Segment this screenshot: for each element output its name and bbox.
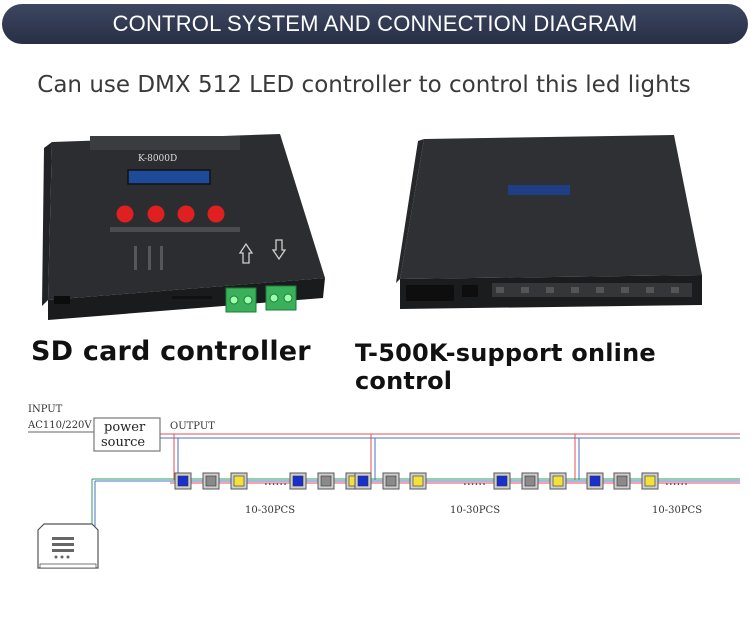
sd-card-slot	[172, 296, 212, 299]
led-pixel-color	[177, 475, 189, 487]
led-pixel-color	[524, 475, 536, 487]
continuation-dots: ......	[665, 474, 688, 488]
controller-icon	[37, 523, 99, 569]
led-pixel-color	[644, 475, 656, 487]
led-pixel-color	[205, 475, 217, 487]
led-pixel-color	[496, 475, 508, 487]
arrow-up-icon	[238, 242, 254, 264]
output-label: OUTPUT	[170, 421, 215, 432]
sd-controller-caption: SD card controller	[31, 336, 311, 367]
led-pixel-color	[385, 475, 397, 487]
voltage-label: AC110/220V	[27, 420, 92, 431]
continuation-dots: ......	[463, 474, 486, 488]
power-port	[54, 296, 70, 304]
input-label: INPUT	[28, 404, 63, 415]
led-pixel-color	[233, 475, 245, 487]
t500k-controller-image	[396, 135, 702, 309]
led-pixel-color	[616, 475, 628, 487]
led-pixel-color	[292, 475, 304, 487]
led-pixel-color	[320, 475, 332, 487]
connection-diagram: INPUT AC110/220V power source OUTPUT ...…	[27, 404, 740, 569]
pixel-count-label: 10-30PCS	[245, 505, 295, 516]
led-pixel-color	[552, 475, 564, 487]
control-button	[116, 205, 134, 223]
pixel-count-label: 10-30PCS	[652, 505, 702, 516]
power-source-box	[93, 417, 161, 452]
led-pixel-color	[412, 475, 424, 487]
title-banner: CONTROL SYSTEM AND CONNECTION DIAGRAM	[2, 4, 748, 44]
subtitle: Can use DMX 512 LED controller to contro…	[37, 72, 691, 98]
controller-model-label: K-8000D	[138, 154, 177, 164]
lcd-display	[127, 169, 211, 185]
arrow-down-icon	[271, 239, 287, 261]
control-button	[147, 205, 165, 223]
pixel-chain	[174, 472, 659, 490]
lcd-display	[508, 185, 570, 195]
diagram-title: CONTROL SYSTEM AND CONNECTION DIAGRAM	[112, 11, 638, 36]
power-socket	[406, 285, 454, 301]
t500k-caption: T-500K-support online control	[355, 339, 656, 395]
control-button	[207, 205, 225, 223]
pixel-count-label: 10-30PCS	[450, 505, 500, 516]
source-label: source	[101, 435, 145, 450]
led-pixel-color	[357, 475, 369, 487]
led-pixel-color	[589, 475, 601, 487]
k8000d-controller-image: K-8000D	[42, 134, 325, 320]
control-button	[177, 205, 195, 223]
continuation-dots: ......	[264, 474, 287, 488]
power-label: power	[104, 420, 146, 435]
